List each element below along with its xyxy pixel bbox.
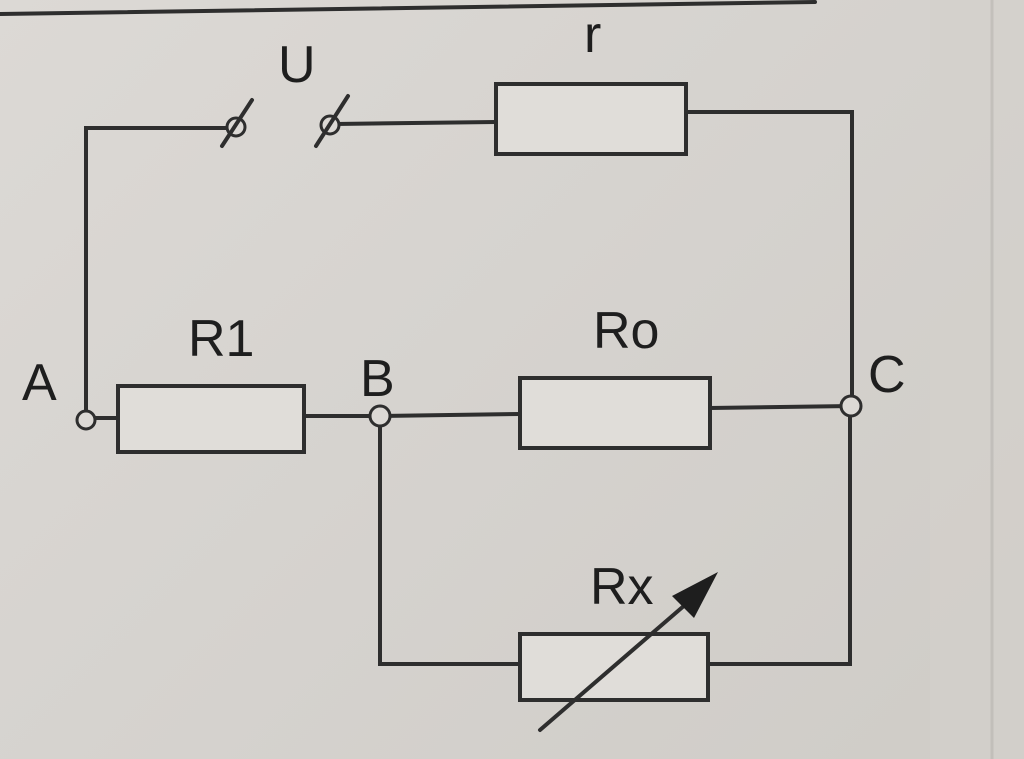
wire-r0-to-c xyxy=(708,404,854,410)
wire-b-to-rx xyxy=(378,414,522,666)
label-rx: Rx xyxy=(590,558,654,616)
resistor-r1 xyxy=(116,384,306,454)
terminal-slash-right xyxy=(314,94,350,148)
variable-arrow-shaft xyxy=(538,590,702,732)
wire-b-to-r0 xyxy=(378,412,522,418)
label-node-c: C xyxy=(868,346,906,404)
variable-arrow-head xyxy=(672,572,718,618)
label-r: r xyxy=(584,6,601,64)
wire-source-to-r xyxy=(333,120,498,126)
source-terminals xyxy=(220,94,350,148)
top-border-line xyxy=(0,0,817,16)
label-node-a: A xyxy=(22,354,57,412)
variable-arrow-icon xyxy=(538,572,718,732)
resistor-r0 xyxy=(518,376,712,450)
bleed-through-text xyxy=(930,0,1024,759)
node-b-terminal xyxy=(368,404,392,428)
wire-r-to-c xyxy=(684,110,854,407)
label-r0: Ro xyxy=(593,302,659,360)
terminal-slash-left xyxy=(220,98,254,148)
resistor-r xyxy=(494,82,688,156)
wire-rx-to-c xyxy=(706,404,852,666)
label-r1: R1 xyxy=(188,310,254,368)
label-source-u: U xyxy=(278,36,316,94)
wire-a-to-source xyxy=(84,126,230,420)
label-node-b: B xyxy=(360,350,395,408)
node-a-terminal xyxy=(75,409,97,431)
node-c-terminal xyxy=(839,394,863,418)
